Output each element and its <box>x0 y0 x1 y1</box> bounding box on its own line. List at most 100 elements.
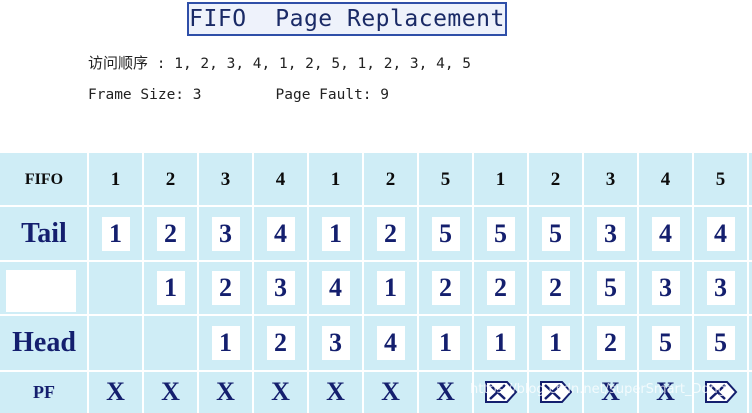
reference-number: 2 <box>550 168 561 190</box>
crossed-out-arrow-icon <box>703 379 739 405</box>
header-col-cell: 3 <box>198 153 253 206</box>
grid-hline <box>0 205 752 207</box>
frame-cell <box>143 315 198 371</box>
frame-value: 2 <box>376 216 405 251</box>
row-label-cell: Head <box>0 315 88 371</box>
frame-value: 5 <box>431 216 460 251</box>
header-col-cell: 4 <box>253 153 308 206</box>
crossed-out-arrow-icon <box>483 379 519 405</box>
grid-vline <box>87 153 89 413</box>
header-col-cell: 2 <box>528 153 583 206</box>
row-label-cell: Tail <box>0 206 88 261</box>
header-label: FIFO <box>24 170 64 188</box>
frame-cell: 5 <box>583 261 638 315</box>
grid-vline <box>417 153 419 413</box>
frame-cell: 5 <box>638 315 693 371</box>
frame-cell: 5 <box>418 206 473 261</box>
frame-value: 5 <box>596 271 625 305</box>
reference-number: 3 <box>220 168 231 190</box>
frame-value: 2 <box>431 271 460 305</box>
frame-cell: 4 <box>363 315 418 371</box>
header-col-cell: 1 <box>308 153 363 206</box>
row-label: Tail <box>21 217 67 249</box>
frame-cell: 2 <box>528 261 583 315</box>
pf-label: PF <box>33 381 55 402</box>
frame-value: 4 <box>706 216 735 251</box>
header-col-cell: 2 <box>363 153 418 206</box>
stats-line: Frame Size: 3 Page Fault: 9 <box>88 87 389 103</box>
reference-number: 2 <box>385 168 396 190</box>
grid-vline <box>362 153 364 413</box>
grid-vline <box>472 153 474 413</box>
frame-cell: 4 <box>638 206 693 261</box>
frame-cell: 3 <box>308 315 363 371</box>
fault-mark: X <box>216 377 235 406</box>
frame-value: 5 <box>541 216 570 251</box>
frame-value: 2 <box>541 271 570 305</box>
row-label: Head <box>12 327 76 358</box>
fault-mark: X <box>161 377 180 406</box>
frame-value: 5 <box>706 326 735 360</box>
frame-value: 3 <box>706 271 735 305</box>
header-col-cell: 3 <box>583 153 638 206</box>
reference-number: 4 <box>660 168 671 190</box>
header-col-cell: 5 <box>693 153 748 206</box>
header-col-cell: 4 <box>638 153 693 206</box>
frame-value: 2 <box>596 326 625 360</box>
reference-number: 2 <box>165 168 176 190</box>
frame-value: 4 <box>266 216 295 251</box>
frame-value: 1 <box>431 326 460 360</box>
grid-vline <box>637 153 639 413</box>
frame-value: 5 <box>486 216 515 251</box>
frame-cell: 3 <box>693 261 748 315</box>
pf-cell <box>528 371 583 413</box>
fault-mark: X <box>271 377 290 406</box>
frame-cell: 3 <box>583 206 638 261</box>
pf-cell: X <box>198 371 253 413</box>
reference-number: 4 <box>275 168 286 190</box>
frame-cell: 1 <box>363 261 418 315</box>
frame-cell: 5 <box>528 206 583 261</box>
frame-cell: 3 <box>198 206 253 261</box>
frame-value: 1 <box>376 271 405 305</box>
fault-mark: X <box>656 377 675 406</box>
grid-vline <box>142 153 144 413</box>
frame-cell: 4 <box>253 206 308 261</box>
frame-value: 3 <box>211 216 240 251</box>
frame-value: 3 <box>321 326 350 360</box>
frame-value: 4 <box>321 271 350 305</box>
pf-cell <box>473 371 528 413</box>
frame-size-text: Frame Size: 3 <box>88 87 202 103</box>
grid-hline <box>0 314 752 316</box>
fault-mark: X <box>106 377 125 406</box>
access-sequence-line: 访问顺序 : 1, 2, 3, 4, 1, 2, 5, 1, 2, 3, 4, … <box>88 52 471 73</box>
frame-cell: 2 <box>583 315 638 371</box>
pf-cell: X <box>418 371 473 413</box>
reference-number: 3 <box>605 168 616 190</box>
grid-vline <box>582 153 584 413</box>
frame-value: 3 <box>651 271 680 305</box>
frame-cell: 4 <box>693 206 748 261</box>
frame-value: 4 <box>651 216 680 251</box>
frame-cell: 1 <box>143 261 198 315</box>
page-fault-text: Page Fault: 9 <box>275 87 390 103</box>
frame-cell: 4 <box>308 261 363 315</box>
frame-cell: 2 <box>143 206 198 261</box>
frame-value: 2 <box>486 271 515 305</box>
grid-vline <box>692 153 694 413</box>
pf-cell: X <box>308 371 363 413</box>
access-sequence-separator: : <box>148 56 175 72</box>
header-label-cell: FIFO <box>0 153 88 206</box>
access-sequence-values: 1, 2, 3, 4, 1, 2, 5, 1, 2, 3, 4, 5 <box>174 56 472 72</box>
frame-value: 1 <box>101 216 130 251</box>
reference-number: 1 <box>495 168 506 190</box>
grid-hline <box>0 260 752 262</box>
frame-cell: 2 <box>198 261 253 315</box>
frame-cell <box>88 261 143 315</box>
access-sequence-label: 访问顺序 <box>88 54 149 72</box>
frame-value: 3 <box>266 271 295 305</box>
grid-vline <box>747 153 749 413</box>
